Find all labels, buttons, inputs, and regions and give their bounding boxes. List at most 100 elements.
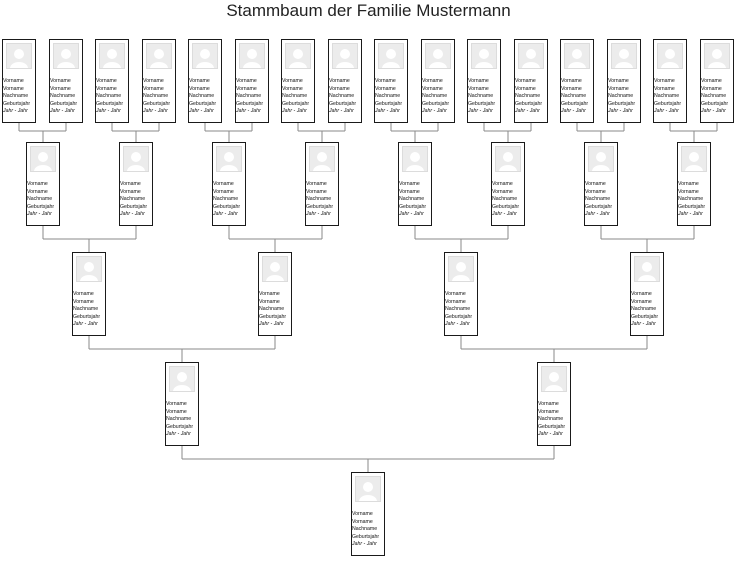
person-card-gen1-14[interactable]: Vorname Vorname Nachname Geburtsjahr Jah… [607,39,641,123]
first-name: Vorname [259,291,280,297]
person-card-gen2-6[interactable]: Vorname Vorname Nachname Geburtsjahr Jah… [491,142,525,226]
person-card-gen1-3[interactable]: Vorname Vorname Nachname Geburtsjahr Jah… [95,39,129,123]
first-name: Vorname [236,78,257,84]
person-card-gen1-9[interactable]: Vorname Vorname Nachname Geburtsjahr Jah… [374,39,408,123]
person-photo-icon [634,256,660,282]
first-name: Vorname [375,78,396,84]
person-photo-icon [169,366,195,392]
first-name: Vorname [538,401,559,407]
last-name: Nachname [96,93,122,100]
person-card-gen1-15[interactable]: Vorname Vorname Nachname Geburtsjahr Jah… [653,39,687,123]
person-photo-icon [216,146,242,172]
person-photo-icon [99,43,125,69]
second-name: Vorname [189,85,210,92]
person-photo-icon [657,43,683,69]
last-name: Nachname [445,306,471,313]
last-name: Nachname [143,93,169,100]
person-card-gen1-11[interactable]: Vorname Vorname Nachname Geburtsjahr Jah… [467,39,501,123]
person-photo-icon [378,43,404,69]
second-name: Vorname [306,188,327,195]
second-name: Vorname [375,85,396,92]
person-photo-icon [262,256,288,282]
birth-year: Geburtsjahr [538,423,566,430]
person-photo-icon [518,43,544,69]
second-name: Vorname [329,85,350,92]
last-name: Nachname [73,306,99,313]
second-name: Vorname [50,85,71,92]
last-name: Nachname [27,196,53,203]
last-name: Nachname [538,416,564,423]
birth-year: Geburtsjahr [445,313,473,320]
person-card-gen2-4[interactable]: Vorname Vorname Nachname Geburtsjahr Jah… [305,142,339,226]
last-name: Nachname [561,93,587,100]
second-name: Vorname [259,298,280,305]
person-photo-icon [76,256,102,282]
person-card-gen1-13[interactable]: Vorname Vorname Nachname Geburtsjahr Jah… [560,39,594,123]
first-name: Vorname [515,78,536,84]
person-card-gen1-8[interactable]: Vorname Vorname Nachname Geburtsjahr Jah… [328,39,362,123]
first-name: Vorname [306,181,327,187]
person-card-gen1-5[interactable]: Vorname Vorname Nachname Geburtsjahr Jah… [188,39,222,123]
life-years: Jahr - Jahr [585,211,610,218]
life-years: Jahr - Jahr [492,211,517,218]
person-card-gen1-7[interactable]: Vorname Vorname Nachname Geburtsjahr Jah… [281,39,315,123]
birth-year: Geburtsjahr [27,203,55,210]
birth-year: Geburtsjahr [654,100,682,107]
person-card-gen3-4[interactable]: Vorname Vorname Nachname Geburtsjahr Jah… [630,252,664,336]
birth-year: Geburtsjahr [701,100,729,107]
life-years: Jahr - Jahr [631,321,656,328]
second-name: Vorname [236,85,257,92]
person-card-gen3-2[interactable]: Vorname Vorname Nachname Geburtsjahr Jah… [258,252,292,336]
last-name: Nachname [608,93,634,100]
second-name: Vorname [445,298,466,305]
life-years: Jahr - Jahr [445,321,470,328]
person-card-gen4-1[interactable]: Vorname Vorname Nachname Geburtsjahr Jah… [165,362,199,446]
second-name: Vorname [585,188,606,195]
person-card-gen2-7[interactable]: Vorname Vorname Nachname Geburtsjahr Jah… [584,142,618,226]
last-name: Nachname [189,93,215,100]
person-card-gen1-2[interactable]: Vorname Vorname Nachname Geburtsjahr Jah… [49,39,83,123]
person-card-gen2-1[interactable]: Vorname Vorname Nachname Geburtsjahr Jah… [26,142,60,226]
person-card-gen1-16[interactable]: Vorname Vorname Nachname Geburtsjahr Jah… [700,39,734,123]
birth-year: Geburtsjahr [189,100,217,107]
last-name: Nachname [120,196,146,203]
person-photo-icon [332,43,358,69]
person-photo-icon [425,43,451,69]
person-card-gen2-8[interactable]: Vorname Vorname Nachname Geburtsjahr Jah… [677,142,711,226]
life-years: Jahr - Jahr [27,211,52,218]
person-photo-icon [541,366,567,392]
birth-year: Geburtsjahr [561,100,589,107]
first-name: Vorname [654,78,675,84]
birth-year: Geburtsjahr [50,100,78,107]
first-name: Vorname [329,78,350,84]
person-card-gen4-2[interactable]: Vorname Vorname Nachname Geburtsjahr Jah… [537,362,571,446]
person-card-gen2-2[interactable]: Vorname Vorname Nachname Geburtsjahr Jah… [119,142,153,226]
first-name: Vorname [166,401,187,407]
life-years: Jahr - Jahr [213,211,238,218]
last-name: Nachname [3,93,29,100]
person-card-gen2-3[interactable]: Vorname Vorname Nachname Geburtsjahr Jah… [212,142,246,226]
first-name: Vorname [468,78,489,84]
birth-year: Geburtsjahr [259,313,287,320]
person-card-gen2-5[interactable]: Vorname Vorname Nachname Geburtsjahr Jah… [398,142,432,226]
first-name: Vorname [585,181,606,187]
first-name: Vorname [352,511,373,517]
person-card-gen1-4[interactable]: Vorname Vorname Nachname Geburtsjahr Jah… [142,39,176,123]
person-card-gen1-6[interactable]: Vorname Vorname Nachname Geburtsjahr Jah… [235,39,269,123]
person-card-gen3-1[interactable]: Vorname Vorname Nachname Geburtsjahr Jah… [72,252,106,336]
person-card-gen1-1[interactable]: Vorname Vorname Nachname Geburtsjahr Jah… [2,39,36,123]
last-name: Nachname [701,93,727,100]
last-name: Nachname [306,196,332,203]
person-card-gen1-10[interactable]: Vorname Vorname Nachname Geburtsjahr Jah… [421,39,455,123]
person-card-gen1-12[interactable]: Vorname Vorname Nachname Geburtsjahr Jah… [514,39,548,123]
birth-year: Geburtsjahr [515,100,543,107]
person-photo-icon [146,43,172,69]
birth-year: Geburtsjahr [120,203,148,210]
person-card-gen3-3[interactable]: Vorname Vorname Nachname Geburtsjahr Jah… [444,252,478,336]
person-photo-icon [239,43,265,69]
person-photo-icon [123,146,149,172]
person-card-gen5-1[interactable]: Vorname Vorname Nachname Geburtsjahr Jah… [351,472,385,556]
life-years: Jahr - Jahr [166,431,191,438]
life-years: Jahr - Jahr [73,321,98,328]
